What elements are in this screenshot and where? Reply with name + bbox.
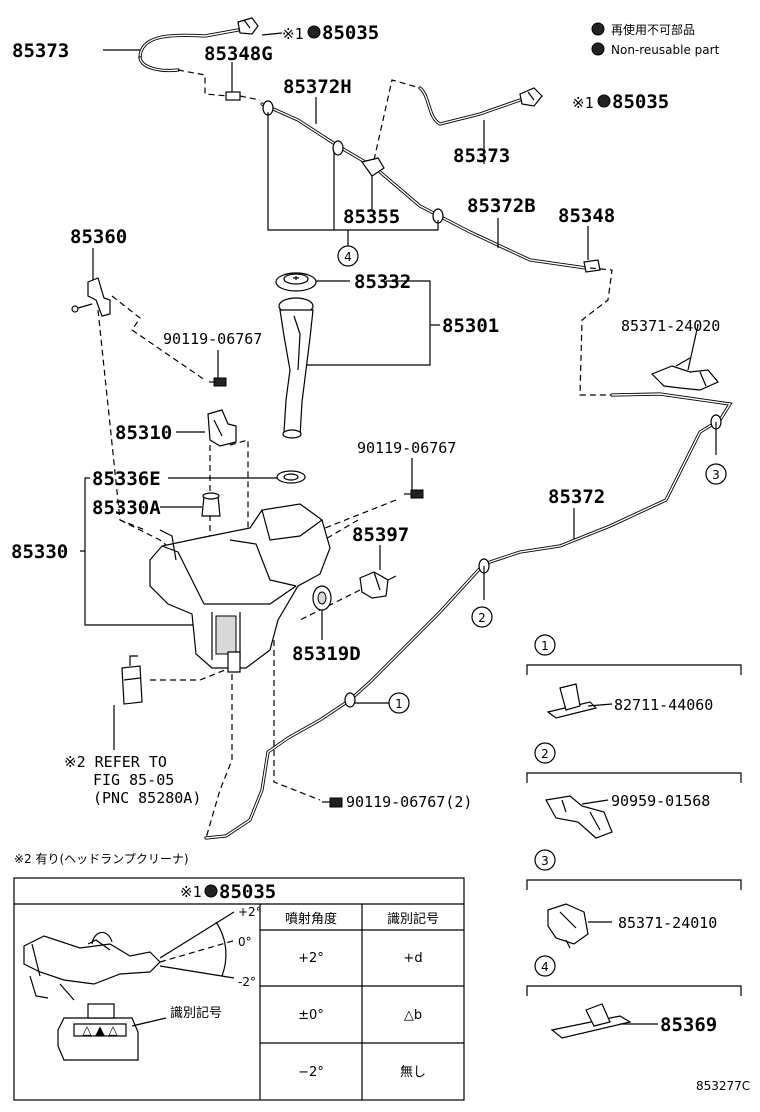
svg-text:※1: ※1 xyxy=(180,883,202,901)
note-headlamp-cleaner: ※2 有り(ヘッドランプクリーナ) xyxy=(14,852,189,866)
svg-text:3: 3 xyxy=(541,854,549,868)
label-85332: 85332 xyxy=(354,271,411,293)
label-85330: 85330 xyxy=(11,541,68,563)
nozzle-85035-left xyxy=(237,17,259,35)
svg-text:-2°: -2° xyxy=(238,975,256,989)
filler-inlet-85301 xyxy=(278,297,314,439)
mark-prefix: ※1 xyxy=(572,94,594,112)
inset-2-part: 90959-01568 xyxy=(611,792,710,810)
nozzle-85035-right xyxy=(519,87,543,107)
svg-text:1: 1 xyxy=(541,639,549,653)
refer-line-2: FIG 85-05 xyxy=(93,771,174,789)
row-mark: +d xyxy=(403,951,422,966)
label-90119-c: 90119-06767(2) xyxy=(346,793,472,811)
label-85035-b: 85035 xyxy=(612,91,669,113)
label-90119-a: 90119-06767 xyxy=(163,330,262,348)
inset-1: 1 82711-44060 xyxy=(526,634,742,719)
inset-1-part: 82711-44060 xyxy=(614,696,713,714)
label-85355: 85355 xyxy=(343,206,400,228)
row-mark: 無し xyxy=(400,1065,426,1080)
label-85360: 85360 xyxy=(70,226,127,248)
joint-85348 xyxy=(583,259,601,273)
level-sensor-85397 xyxy=(359,571,397,599)
col-mark-header: 識別記号 xyxy=(387,911,439,927)
inset-4-part: 85369 xyxy=(660,1014,717,1036)
connector-85355 xyxy=(360,157,385,204)
col-angle-header: 噴射角度 xyxy=(285,911,337,927)
legend-bullet-icon xyxy=(591,42,605,56)
svg-text:4: 4 xyxy=(541,960,549,974)
refer-line-3: (PNC 85280A) xyxy=(93,789,201,807)
callout-2: 2 xyxy=(471,606,493,628)
svg-text:2: 2 xyxy=(541,747,549,761)
inset-4: 4 85369 xyxy=(526,955,742,1039)
callout-1: 1 xyxy=(388,692,410,714)
pump-85310 xyxy=(207,409,237,447)
svg-text:2: 2 xyxy=(478,611,486,625)
bolt-90119-a xyxy=(209,377,227,387)
svg-text:3: 3 xyxy=(712,468,720,482)
label-85372B: 85372B xyxy=(467,195,536,217)
washer-tank-85330 xyxy=(149,503,331,673)
nozzle-angle-illustration: +2° 0° -2° △ ▲ △ 識別記号 xyxy=(23,905,262,1061)
filler-cap-85332 xyxy=(275,272,317,292)
leader-lines xyxy=(80,32,699,750)
bracket-85360 xyxy=(71,277,111,317)
nozzle-assy-85371-24020 xyxy=(650,357,719,391)
nozzle-angle-table: ※1 85035 噴射角度 識別記号 +2° +d ±0° △b −2° 無し … xyxy=(13,877,465,1101)
svg-text:+2°: +2° xyxy=(238,905,262,919)
headlamp-pump xyxy=(121,655,143,705)
row-angle: +2° xyxy=(298,951,324,966)
label-85301: 85301 xyxy=(442,315,499,337)
refer-line-1: ※2 REFER TO xyxy=(64,753,167,771)
part-labels: 85373 ※1 85035 85348G 85372H ※1 85035 85… xyxy=(11,22,720,866)
row-mark: △b xyxy=(404,1008,422,1023)
id-mark-sample: △ ▲ △ xyxy=(82,1023,118,1037)
top-hose-group xyxy=(138,17,601,273)
hose-85372B xyxy=(378,170,588,270)
label-85373-b: 85373 xyxy=(453,145,510,167)
label-85372H: 85372H xyxy=(283,76,352,98)
grommet-85330A xyxy=(201,492,221,517)
svg-text:4: 4 xyxy=(344,250,352,264)
label-85397: 85397 xyxy=(352,524,409,546)
legend-en: Non-reusable part xyxy=(611,43,720,57)
nonreusable-icon xyxy=(307,25,321,39)
label-90119-b: 90119-06767 xyxy=(357,439,456,457)
legend-bullet-icon xyxy=(591,22,605,36)
hose-85372 xyxy=(204,392,733,840)
label-85035-a: 85035 xyxy=(322,22,379,44)
label-85330A: 85330A xyxy=(92,497,161,519)
table-title-part: 85035 xyxy=(219,881,276,903)
label-85336E: 85336E xyxy=(92,468,161,490)
joint-85348G xyxy=(225,91,241,101)
inset-3: 3 85371-24010 xyxy=(526,849,742,949)
grommet-85319D xyxy=(312,585,332,611)
bolt-90119-b xyxy=(404,489,424,499)
inset-2: 2 90959-01568 xyxy=(526,742,742,839)
legend-jp: 再使用不可部品 xyxy=(611,22,695,37)
mark-prefix: ※1 xyxy=(282,25,304,43)
label-85319D: 85319D xyxy=(292,643,361,665)
svg-text:1: 1 xyxy=(395,697,403,711)
nonreusable-icon xyxy=(204,884,218,898)
callout-4: 4 xyxy=(337,245,359,267)
label-85348G: 85348G xyxy=(204,43,273,65)
inset-3-part: 85371-24010 xyxy=(618,914,717,932)
nonreusable-icon xyxy=(597,94,611,108)
id-mark-label: 識別記号 xyxy=(170,1005,222,1021)
callout-3: 3 xyxy=(705,463,727,485)
legend: 再使用不可部品 Non-reusable part xyxy=(591,22,720,57)
row-angle: −2° xyxy=(298,1065,324,1080)
figure-id: 853277C xyxy=(696,1079,750,1093)
row-angle: ±0° xyxy=(298,1008,324,1023)
label-85371-24020: 85371-24020 xyxy=(621,317,720,335)
label-85372: 85372 xyxy=(548,486,605,508)
label-85310: 85310 xyxy=(115,422,172,444)
label-85348: 85348 xyxy=(558,205,615,227)
svg-text:0°: 0° xyxy=(238,935,252,949)
label-85373-a: 85373 xyxy=(12,40,69,62)
bolt-90119-c xyxy=(322,797,343,808)
